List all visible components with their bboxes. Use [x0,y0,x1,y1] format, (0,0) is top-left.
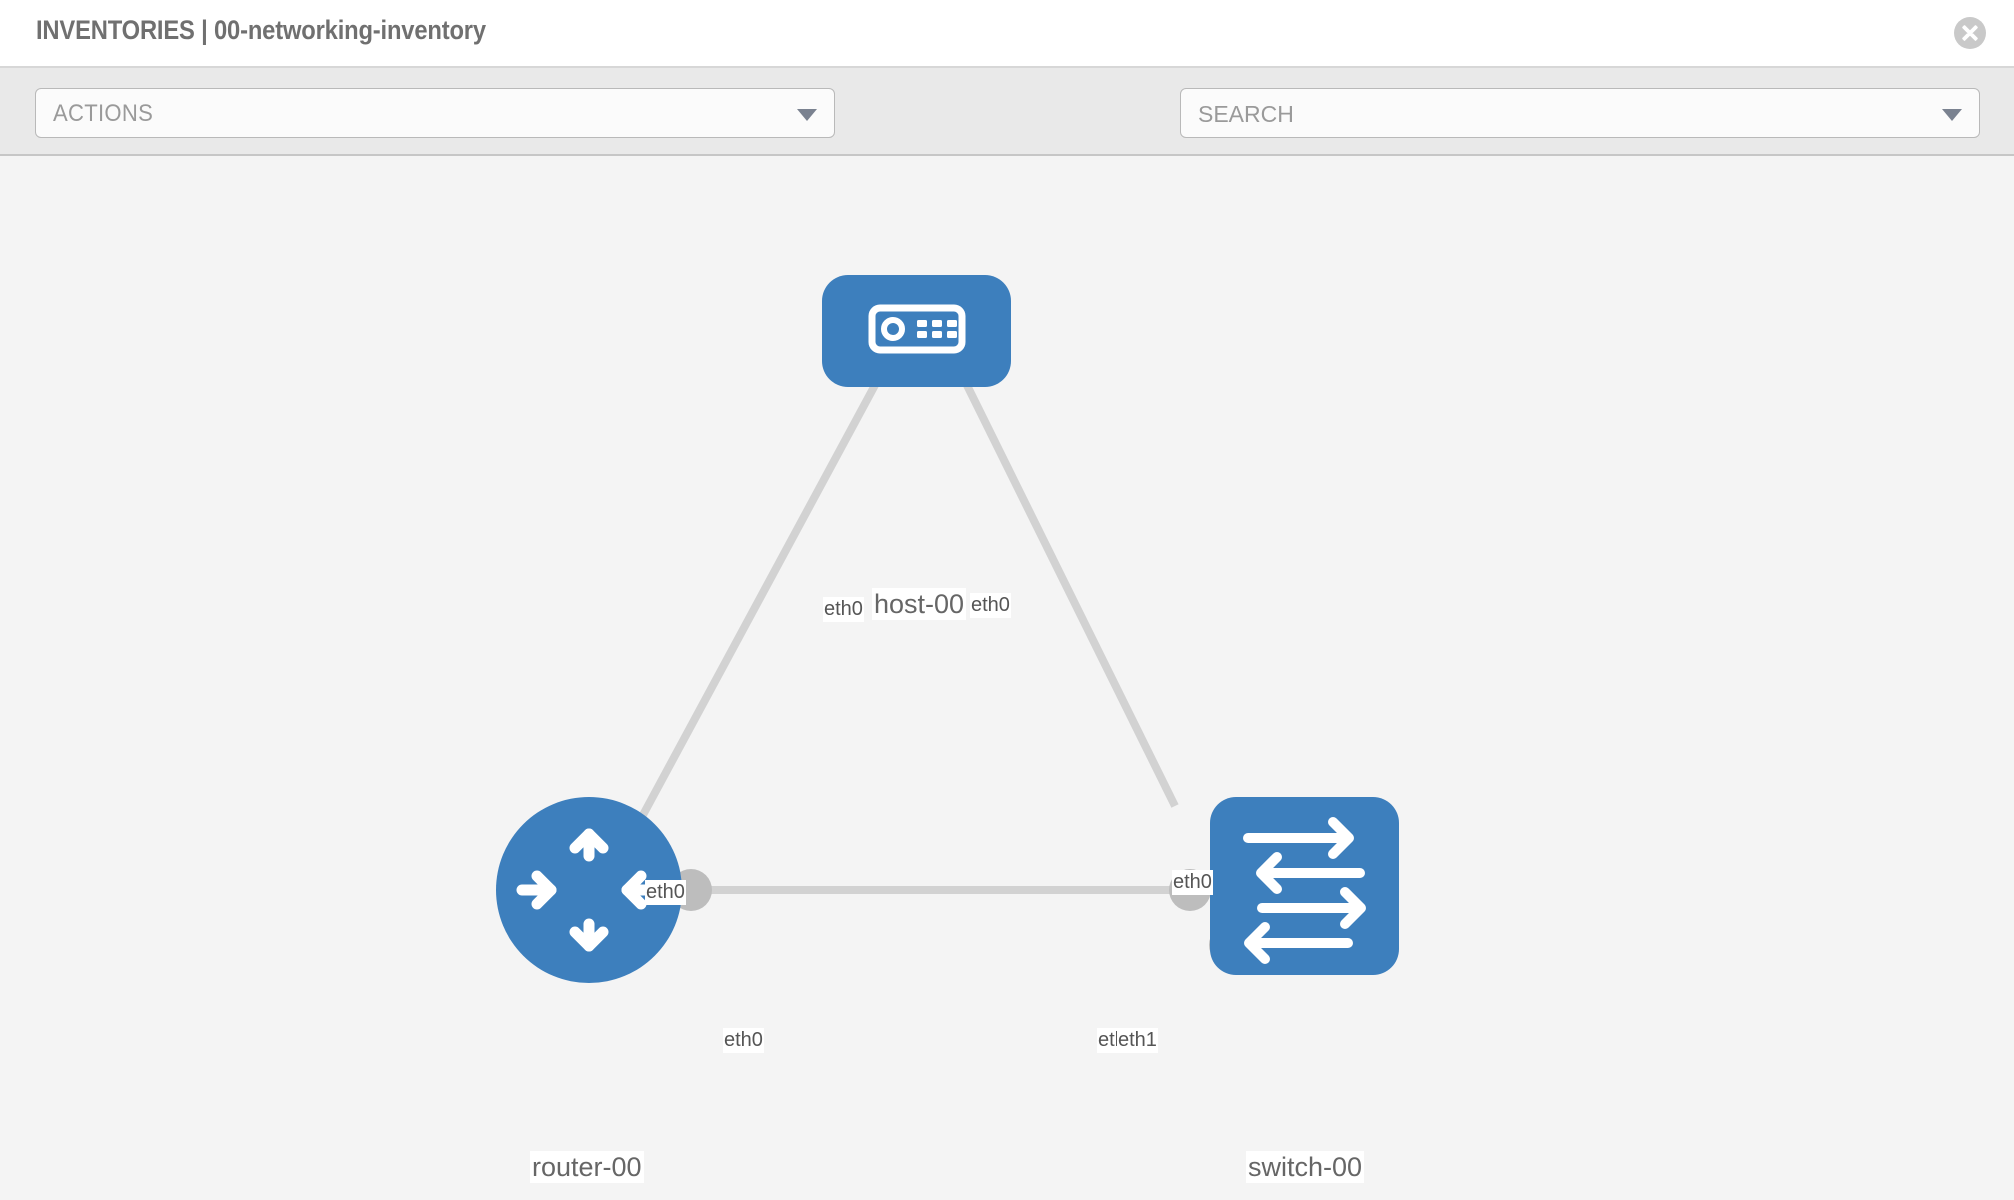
router-four-arrows-icon [516,828,662,952]
edge-label-switch00-eth0-up: eth0 [1172,870,1213,895]
node-switch-00[interactable] [1210,797,1399,975]
toolbar: ACTIONS SEARCH [0,68,2014,195]
graph-connectors [670,321,1251,966]
server-appliance-icon [868,304,966,354]
edge-host00-router00[interactable] [626,359,892,841]
node-router-00[interactable] [496,797,682,983]
edge-label-switch00-eth1-left: eth1 [1117,1028,1158,1053]
close-button[interactable] [1954,17,1986,49]
node-label-switch-00: switch-00 [1246,1151,1365,1183]
page-header: INVENTORIES | 00-networking-inventory [0,0,2014,68]
edge-host00-switch00[interactable] [951,359,1179,808]
chevron-down-icon [797,109,817,121]
topology-canvas[interactable]: eth0 eth0 eth0 eth0 eth0 eth0 eth1 host-… [0,156,2014,1200]
edge-label-router00-eth0-up: eth0 [645,880,686,905]
chevron-down-icon [1942,109,1962,121]
page-title: INVENTORIES | 00-networking-inventory [36,15,486,45]
node-host-00[interactable] [822,275,1011,387]
edge-label-host00-eth0-left: eth0 [823,597,864,622]
search-placeholder: SEARCH [1198,101,1294,127]
switch-exchange-arrows-icon [1243,817,1366,964]
search-input[interactable]: SEARCH [1180,88,1980,138]
close-icon [1962,25,1978,41]
actions-dropdown[interactable]: ACTIONS [35,88,835,138]
graph-edges [626,359,1190,894]
node-label-router-00: router-00 [530,1151,644,1183]
topology-graph [496,275,1399,983]
node-label-host-00: host-00 [872,588,967,620]
edge-label-host00-eth0-right: eth0 [970,593,1011,618]
actions-dropdown-label: ACTIONS [53,100,154,127]
edge-label-router00-eth0-right: eth0 [723,1028,764,1053]
